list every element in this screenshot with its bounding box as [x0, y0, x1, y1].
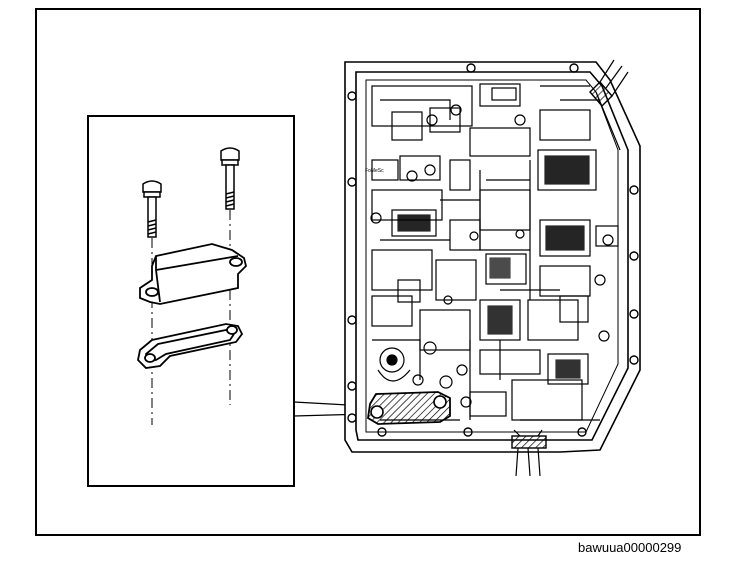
inset-detail: [87, 115, 295, 487]
valve-body: FoMeSc: [344, 59, 641, 477]
valve-label: FoMeSc: [365, 168, 384, 174]
center-lines: [151, 210, 231, 425]
figure-frame: [35, 8, 701, 536]
bolt-left: [142, 180, 162, 238]
rim-bolt-holes: [347, 63, 639, 437]
harness-connector-top: [589, 59, 629, 108]
figure-id-caption: bawuua00000299: [578, 540, 682, 555]
cover-plate-location: [367, 391, 451, 425]
harness-connector-bottom: [511, 429, 547, 477]
channels: [370, 83, 621, 421]
bolt-right: [220, 147, 240, 210]
gasket: [137, 323, 244, 369]
cover-plate: [139, 243, 247, 305]
